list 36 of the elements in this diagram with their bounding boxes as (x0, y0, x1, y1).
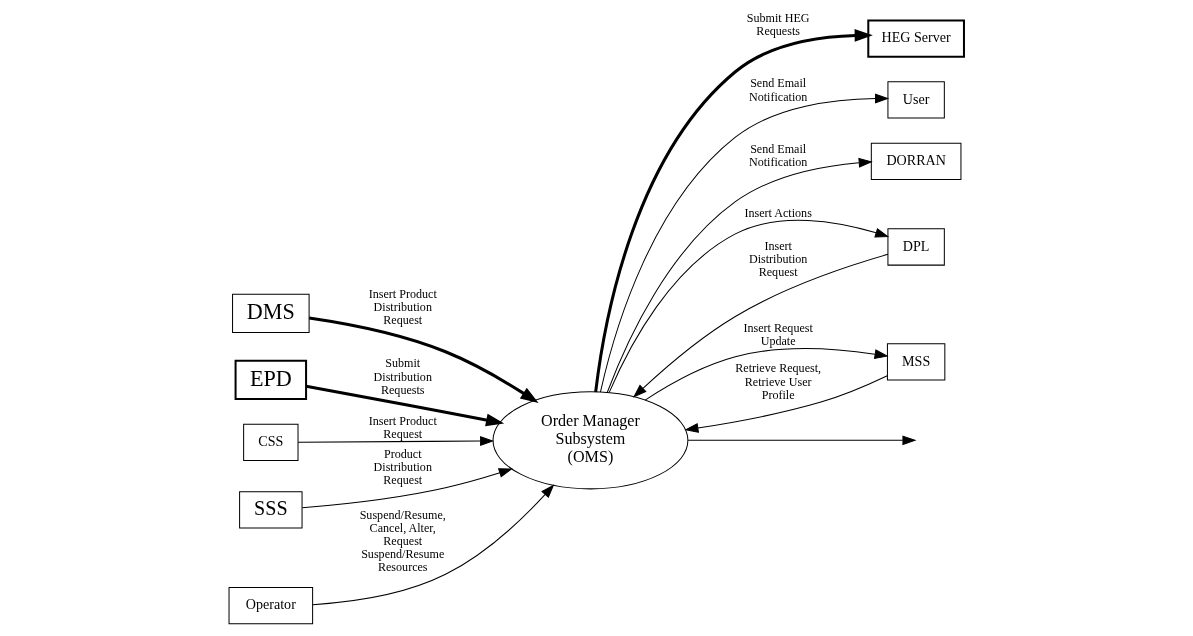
arrow (608, 219, 890, 393)
arrow (301, 468, 513, 509)
node-box: EPD (234, 359, 308, 401)
arrow (684, 375, 888, 433)
edge-label: Suspend/Resume, Cancel, Alter, Request Suspend/Resume Resources (359, 507, 446, 574)
arrow (594, 29, 873, 393)
edge-label: Product Distribution Request (373, 447, 432, 488)
arrow (606, 157, 873, 393)
edge-label: Send Email Notification (748, 76, 808, 104)
node-box: SSS (239, 491, 303, 529)
edge-label: Insert Product Distribution Request (368, 286, 437, 328)
node-box: Operator (228, 586, 314, 625)
arrow (687, 435, 917, 446)
edge-label: Insert Actions (744, 206, 812, 221)
arrow (644, 348, 889, 401)
edge-label: Retrieve Request, Retrieve User Profile (735, 361, 822, 402)
arrow (632, 253, 889, 398)
node-ellipse: Order Manager Subsystem (OMS) (492, 391, 689, 490)
node-box: MSS (886, 343, 946, 381)
arrow (305, 384, 505, 427)
node-box: CSS (243, 423, 299, 461)
edge-label: Insert Distribution Request (748, 238, 808, 279)
node-box: HEG Server (867, 19, 965, 58)
edge-label: Insert Product Request (368, 413, 437, 441)
edge-label: Submit Distribution Requests (373, 356, 432, 397)
edge-label: Insert Request Update (743, 321, 813, 349)
node-box: User (887, 81, 945, 119)
edge-label: Submit HEG Requests (746, 11, 810, 39)
node-box: DMS (232, 293, 310, 334)
arrow (297, 436, 495, 446)
arrow (308, 316, 539, 404)
node-box: DORRAN (870, 142, 962, 181)
arrow (599, 93, 890, 393)
edge-label: Send Email Notification (748, 141, 808, 170)
node-box: DPL (887, 228, 945, 266)
arrow (312, 484, 555, 606)
